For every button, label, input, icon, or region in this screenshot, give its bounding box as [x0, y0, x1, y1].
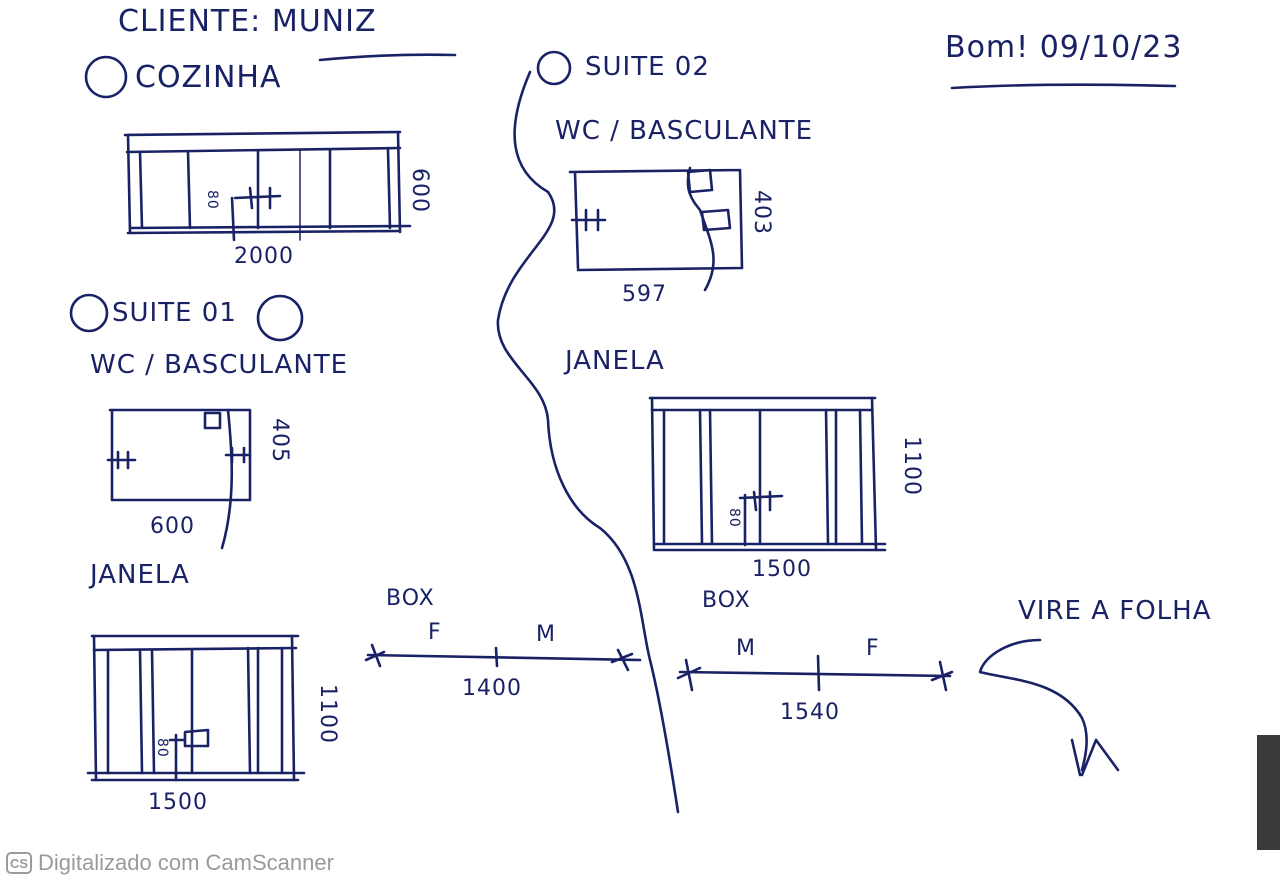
suite02-janela-drawing — [648, 396, 887, 552]
suite02-marker-circle — [536, 50, 572, 86]
suite01-subtitle: WC / BASCULANTE — [90, 350, 349, 380]
turn-page-arrowhead — [1070, 738, 1120, 777]
date-label: Bom! 09/10/23 — [945, 30, 1183, 65]
camscanner-logo-icon: CS — [6, 852, 32, 874]
suite02-janela-width: 1500 — [752, 557, 812, 582]
suite02-subtitle: WC / BASCULANTE — [555, 116, 814, 146]
box-left-width: 1400 — [462, 676, 522, 701]
box-right-label-f: F — [866, 636, 880, 661]
suite01-title: SUITE 01 — [112, 298, 237, 328]
suite01-janela-height: 1100 — [315, 684, 340, 744]
box-left-title: BOX — [386, 586, 435, 611]
cozinha-handle: 80 — [204, 190, 220, 210]
box-left-label-m: M — [536, 622, 556, 647]
suite01-janela-title: JANELA — [90, 560, 190, 590]
suite02-wc-width: 597 — [622, 282, 667, 307]
suite01-number-circle — [256, 294, 304, 342]
cozinha-marker-circle — [84, 55, 128, 99]
box-right-label-m: M — [736, 636, 756, 661]
suite01-wc-height: 405 — [267, 418, 292, 463]
scanner-footer: CS Digitalizado com CamScanner — [6, 848, 334, 878]
suite01-janela-width: 1500 — [148, 790, 208, 815]
suite01-marker-circle — [69, 293, 109, 333]
suite02-janela-title: JANELA — [565, 346, 665, 376]
cozinha-window-drawing — [123, 130, 412, 242]
suite02-janela-handle: 80 — [726, 508, 742, 528]
client-name: CLIENTE: MUNIZ — [118, 4, 377, 39]
cozinha-title: COZINHA — [135, 60, 282, 95]
box-left-label-f: F — [428, 620, 442, 645]
suite02-title: SUITE 02 — [585, 52, 710, 82]
turn-page-arrow — [978, 638, 1088, 772]
suite02-wc-height: 403 — [749, 190, 774, 235]
suite01-janela-drawing — [86, 634, 306, 782]
suite01-janela-handle: 80 — [154, 738, 170, 758]
divider-line — [496, 70, 680, 814]
box-right-width: 1540 — [780, 700, 840, 725]
cozinha-width: 2000 — [234, 244, 294, 269]
suite02-wc-drawing — [568, 166, 744, 292]
suite01-wc-drawing — [106, 408, 252, 550]
scanner-footer-text: Digitalizado com CamScanner — [38, 850, 334, 875]
suite01-wc-width: 600 — [150, 514, 195, 539]
client-underline — [318, 53, 457, 62]
box-right-title: BOX — [702, 588, 751, 613]
scan-edge-shadow — [1257, 735, 1280, 850]
suite02-janela-height: 1100 — [899, 436, 924, 496]
box-right-dimension — [676, 654, 954, 692]
turn-page-text: VIRE A FOLHA — [1018, 596, 1212, 626]
date-underline — [950, 83, 1177, 90]
cozinha-height: 600 — [407, 168, 432, 213]
box-left-dimension — [364, 643, 642, 672]
